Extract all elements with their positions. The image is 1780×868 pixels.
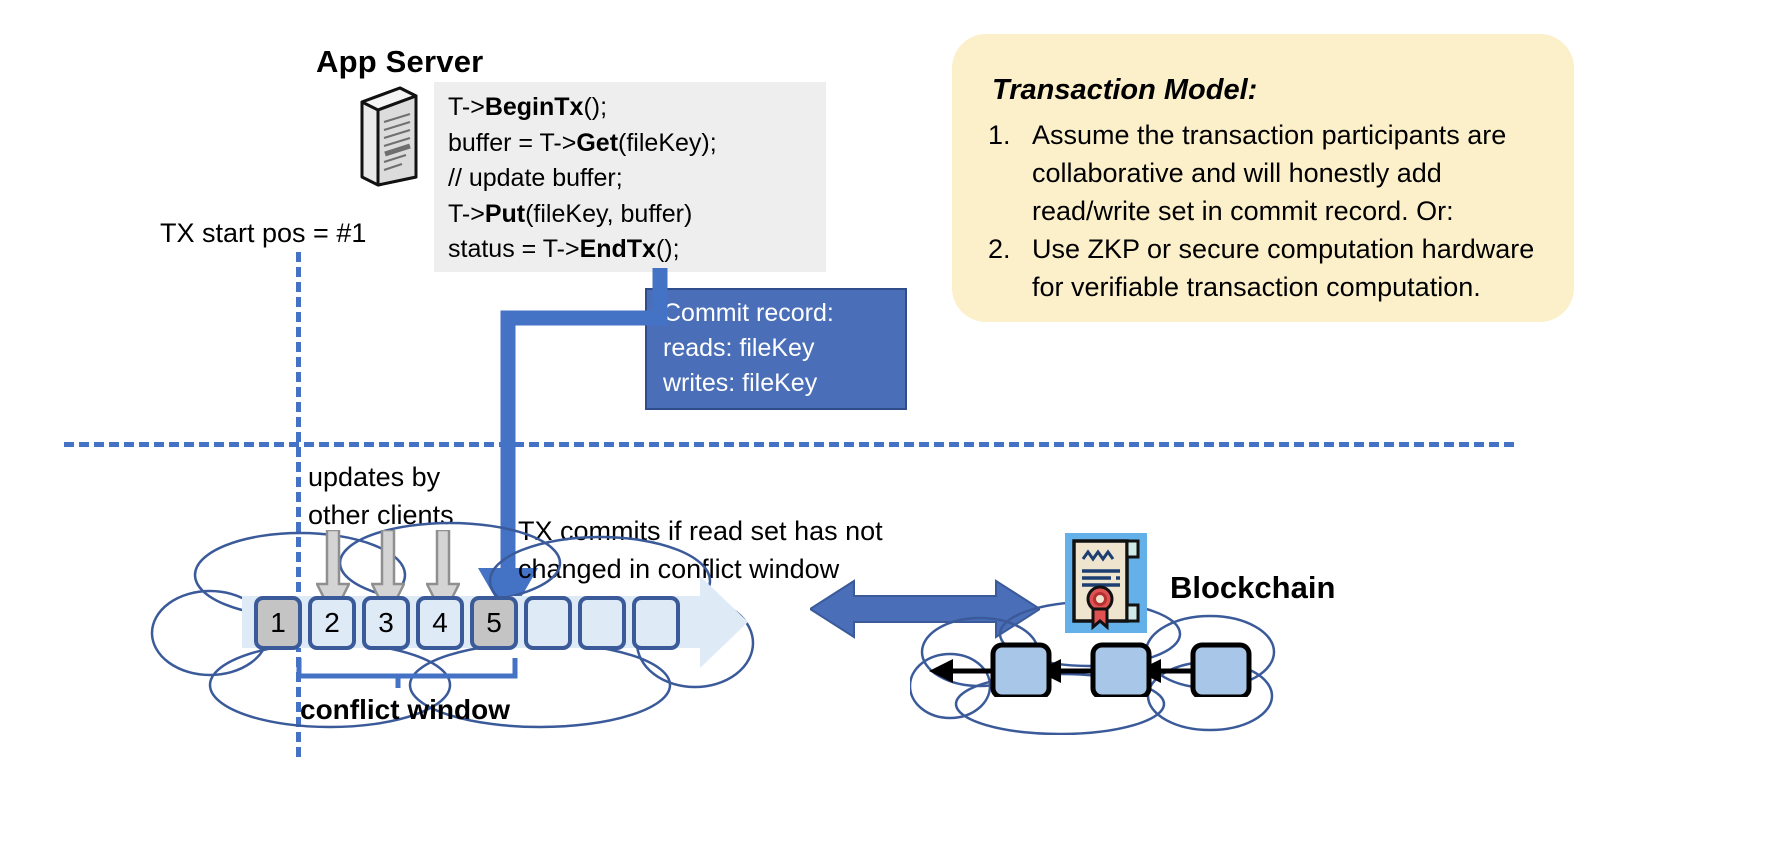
transaction-model-item: 2. Use ZKP or secure computation hardware… bbox=[988, 230, 1548, 306]
log-box[interactable]: 5 bbox=[470, 596, 518, 650]
code-line: T->BeginTx(); bbox=[448, 93, 608, 121]
code-line: status = T->EndTx(); bbox=[448, 235, 680, 263]
transaction-model-item-text: Assume the transaction participants are … bbox=[1032, 120, 1507, 226]
transaction-model-item-text: Use ZKP or secure computation hardware f… bbox=[1032, 234, 1535, 302]
tx-commits-label-line: changed in conflict window bbox=[518, 554, 840, 584]
code-line: // update buffer; bbox=[448, 164, 623, 192]
conflict-window-brace bbox=[296, 657, 518, 694]
code-line: buffer = T->Get(fileKey); bbox=[448, 128, 717, 157]
tx-commits-condition-label: TX commits if read set has not changed in… bbox=[518, 512, 883, 588]
conflict-window-label: conflict window bbox=[300, 694, 510, 725]
commit-record-line: Commit record: bbox=[663, 299, 834, 327]
log-box[interactable] bbox=[632, 596, 680, 650]
blockchain-title: Blockchain bbox=[1170, 570, 1336, 605]
updates-label-line: updates by bbox=[308, 462, 441, 492]
server-icon bbox=[358, 84, 420, 189]
commit-record-lines: Commit record: reads: fileKey writes: file… bbox=[663, 296, 834, 401]
log-box[interactable] bbox=[578, 596, 626, 650]
updates-by-other-clients-label: updates by other clients bbox=[308, 458, 454, 534]
log-box[interactable]: 4 bbox=[416, 596, 464, 650]
commit-arrow bbox=[470, 268, 690, 638]
app-server-code-block: T->BeginTx(); buffer = T->Get(fileKey); //… bbox=[434, 82, 826, 272]
log-box[interactable]: 2 bbox=[308, 596, 356, 650]
updates-label-line: other clients bbox=[308, 500, 454, 530]
app-server-title: App Server bbox=[316, 44, 484, 79]
code-lines: T->BeginTx(); buffer = T->Get(fileKey); //… bbox=[448, 90, 717, 268]
commit-record-line: reads: fileKey bbox=[663, 334, 815, 362]
transaction-model-note: Transaction Model: 1. Assume the transact… bbox=[952, 34, 1574, 322]
log-box[interactable]: 3 bbox=[362, 596, 410, 650]
transaction-model-item: 1. Assume the transaction participants ar… bbox=[988, 116, 1548, 230]
transaction-model-item-number: 2. bbox=[988, 234, 1011, 264]
tx-start-dashed-line bbox=[296, 252, 301, 757]
transaction-model-list: 1. Assume the transaction participants ar… bbox=[988, 116, 1548, 306]
log-box[interactable] bbox=[524, 596, 572, 650]
tx-start-pos-label: TX start pos = #1 bbox=[160, 218, 367, 248]
log-box[interactable]: 1 bbox=[254, 596, 302, 650]
commit-record-line: writes: fileKey bbox=[663, 369, 818, 397]
code-line: T->Put(fileKey, buffer) bbox=[448, 199, 693, 228]
commit-record-box: Commit record: reads: fileKey writes: file… bbox=[645, 288, 907, 410]
transaction-model-title: Transaction Model: bbox=[992, 74, 1258, 106]
blockchain-blocks bbox=[925, 641, 1275, 700]
log-continues-arrowhead bbox=[700, 576, 748, 668]
certificate-icon bbox=[1065, 533, 1147, 633]
tx-commits-label-line: TX commits if read set has not bbox=[518, 516, 883, 546]
transaction-model-item-number: 1. bbox=[988, 120, 1011, 150]
horizontal-dashed-separator bbox=[64, 442, 1514, 447]
